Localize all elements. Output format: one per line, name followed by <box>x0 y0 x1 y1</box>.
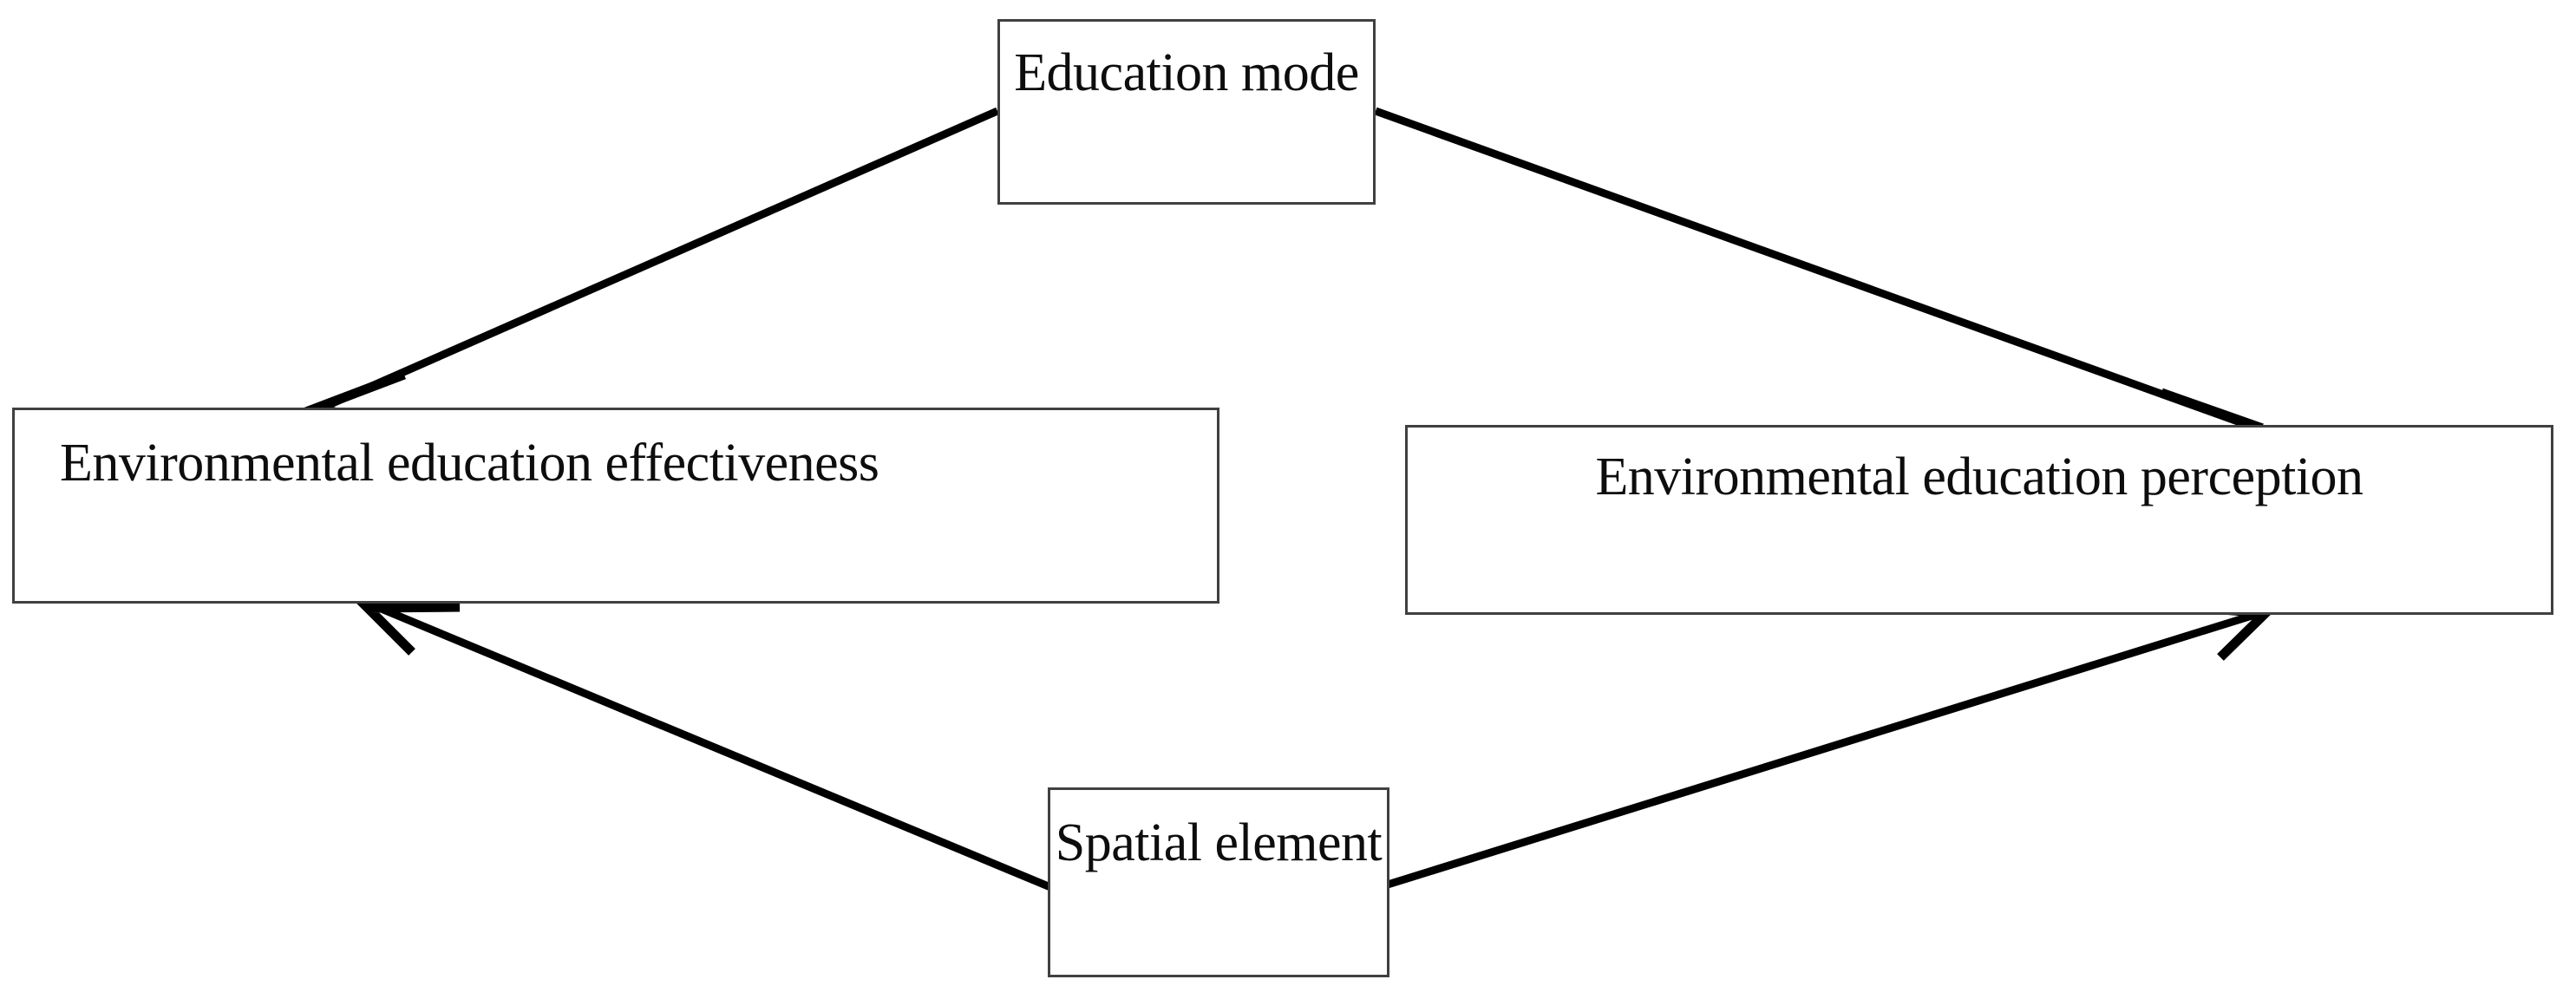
node-environmental-education-effectiveness[interactable]: Environmental education effectiveness <box>12 408 1219 604</box>
node-education-mode-label: Education mode <box>1014 43 1359 102</box>
edge-line <box>1386 609 2262 889</box>
edge-education-mode-to-perception <box>1374 107 2265 474</box>
node-education-mode[interactable]: Education mode <box>997 19 1376 205</box>
node-spatial-element[interactable]: Spatial element <box>1048 787 1389 977</box>
node-environmental-education-perception[interactable]: Environmental education perception <box>1405 425 2553 615</box>
edge-spatial-element-to-perception <box>1386 600 2277 889</box>
arrowhead-icon <box>356 602 461 656</box>
edge-line <box>321 107 999 412</box>
edge-line <box>1374 107 2252 430</box>
node-spatial-element-label: Spatial element <box>1055 813 1383 872</box>
node-environmental-education-perception-label: Environmental education perception <box>1595 447 2364 506</box>
edge-line <box>371 601 1062 896</box>
edge-education-mode-to-effectiveness <box>301 107 999 436</box>
node-environmental-education-effectiveness-label: Environmental education effectiveness <box>60 434 879 493</box>
edge-spatial-element-to-effectiveness <box>356 601 1062 896</box>
